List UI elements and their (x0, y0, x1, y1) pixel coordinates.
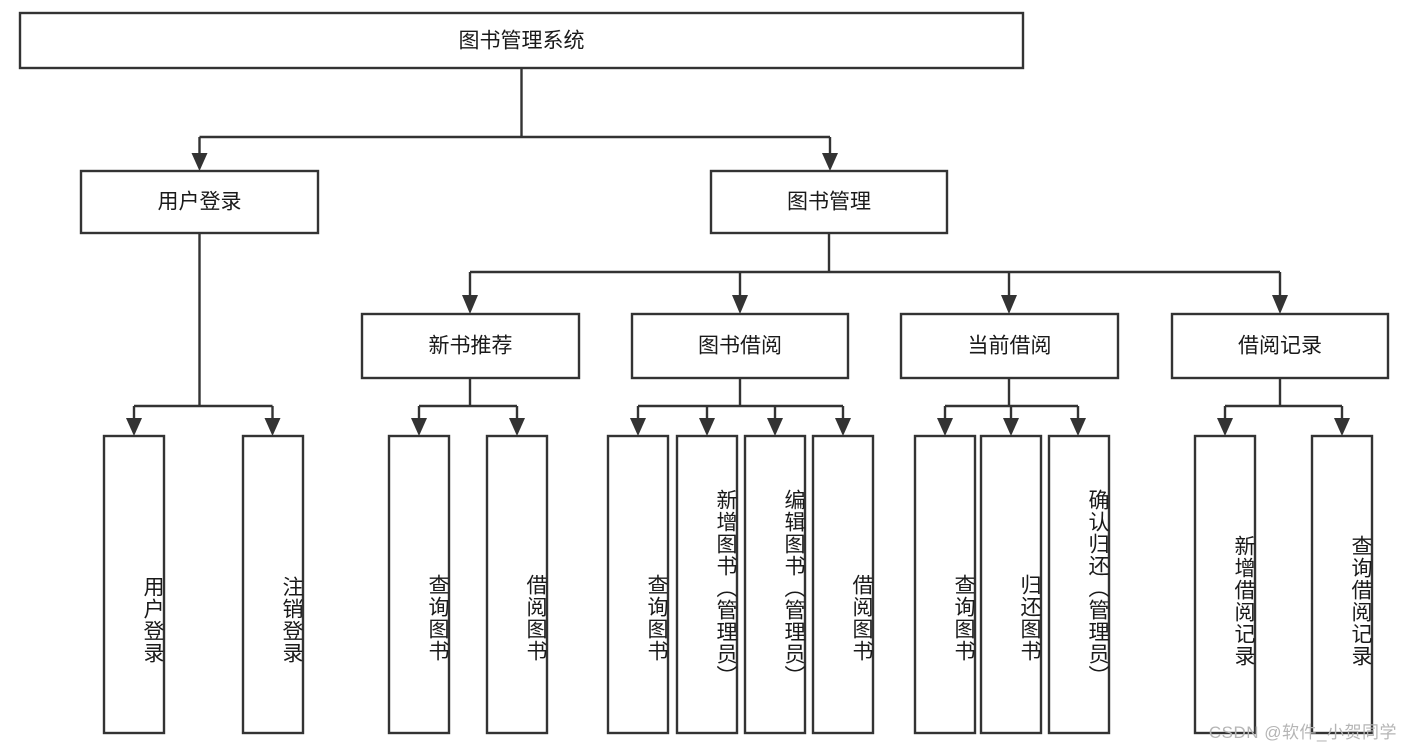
watermark-text: CSDN @软件_小贺同学 (1208, 723, 1397, 742)
node-user-login-box[interactable] (79, 169, 320, 235)
node-root[interactable]: 图书管理系统 (18, 11, 1025, 70)
node-new-book-rec[interactable]: 新书推荐 (360, 312, 581, 380)
arrow-head-leaf-query-book-1 (411, 418, 427, 436)
node-root-box[interactable] (18, 11, 1025, 70)
arrow-head-leaf-user-login (126, 418, 142, 436)
node-new-book-rec-box[interactable] (360, 312, 581, 380)
node-user-login[interactable]: 用户登录 (79, 169, 320, 235)
node-current-borrow-label: 当前借阅 (968, 335, 1052, 358)
node-borrow-record[interactable]: 借阅记录 (1170, 312, 1390, 380)
arrow-head-borrow-record (1272, 295, 1288, 314)
connector-layer (126, 68, 1350, 436)
leaf-box-user-login[interactable] (102, 434, 166, 735)
node-current-borrow-box[interactable] (899, 312, 1120, 380)
leaf-box-return-book[interactable] (979, 434, 1043, 735)
arrow-head-leaf-return-book (1003, 418, 1019, 436)
arrow-head-leaf-edit-book (767, 418, 783, 436)
arrow-head-user-login (191, 153, 208, 171)
leaf-box-borrow-book-1[interactable] (485, 434, 549, 735)
node-book-borrow-label: 图书借阅 (698, 335, 782, 358)
arrow-head-leaf-query-book-3 (937, 418, 953, 436)
leaf-box-query-record[interactable] (1310, 434, 1374, 735)
node-borrow-record-box[interactable] (1170, 312, 1390, 380)
leaf-box-confirm-ret[interactable] (1047, 434, 1111, 735)
arrow-head-leaf-confirm-ret (1070, 418, 1086, 436)
node-root-label: 图书管理系统 (459, 30, 585, 53)
leaf-box-query-book-3[interactable] (913, 434, 977, 735)
node-borrow-record-label: 借阅记录 (1238, 335, 1322, 358)
node-user-login-label: 用户登录 (158, 191, 242, 214)
node-new-book-rec-label: 新书推荐 (429, 335, 513, 358)
leaf-box-borrow-book-2[interactable] (811, 434, 875, 735)
arrow-head-leaf-query-book-2 (630, 418, 646, 436)
node-book-borrow[interactable]: 图书借阅 (630, 312, 850, 380)
arrow-head-leaf-query-record (1334, 418, 1350, 436)
node-book-manage-label: 图书管理 (787, 191, 871, 214)
leaf-box-layer (102, 434, 1374, 735)
leaf-box-query-book-2[interactable] (606, 434, 670, 735)
node-book-manage[interactable]: 图书管理 (709, 169, 949, 235)
arrow-head-leaf-add-book (699, 418, 715, 436)
node-book-manage-box[interactable] (709, 169, 949, 235)
arrow-head-new-book-rec (462, 295, 478, 314)
leaf-box-add-record[interactable] (1193, 434, 1257, 735)
arrow-head-leaf-add-record (1217, 418, 1233, 436)
leaf-box-logout[interactable] (241, 434, 305, 735)
arrow-head-leaf-logout (264, 418, 281, 436)
node-current-borrow[interactable]: 当前借阅 (899, 312, 1120, 380)
arrow-head-book-manage (822, 153, 838, 171)
arrow-head-book-borrow (732, 295, 748, 314)
arrow-head-current-borrow (1001, 295, 1017, 314)
arrow-head-leaf-borrow-book-1 (509, 418, 525, 436)
leaf-box-edit-book[interactable] (743, 434, 807, 735)
leaf-box-query-book-1[interactable] (387, 434, 451, 735)
leaf-box-add-book[interactable] (675, 434, 739, 735)
node-book-borrow-box[interactable] (630, 312, 850, 380)
arrow-head-leaf-borrow-book-2 (835, 418, 851, 436)
